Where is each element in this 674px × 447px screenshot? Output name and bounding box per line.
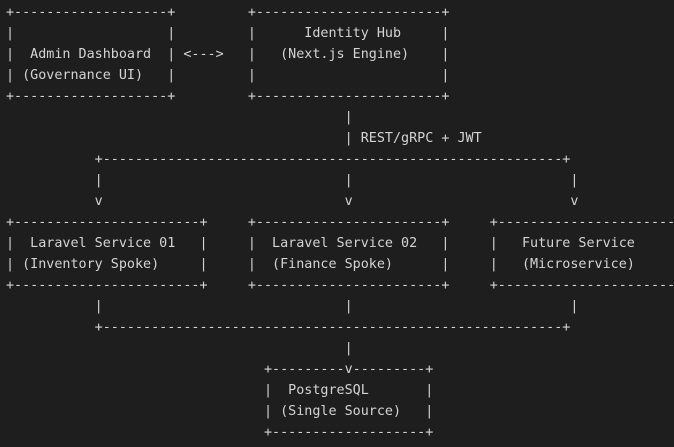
diagram-line-04: | (Governance UI) | | | — [6, 68, 450, 83]
diagram-line-13: | (Inventory Spoke) | | (Finance Spoke) … — [6, 257, 635, 272]
diagram-line-21: +-------------------+ — [6, 425, 434, 440]
diagram-line-18: +---------v---------+ — [6, 362, 434, 377]
diagram-line-11: +-----------------------+ +-------------… — [6, 215, 674, 230]
diagram-line-05: +-------------------+ +-----------------… — [6, 89, 450, 104]
diagram-line-10: v v v — [6, 194, 579, 209]
diagram-line-09: | | | — [6, 173, 579, 188]
diagram-line-03: | Admin Dashboard | <---> | (Next.js Eng… — [6, 47, 450, 62]
diagram-line-06: | — [6, 110, 353, 125]
diagram-line-01: +-------------------+ +-----------------… — [6, 5, 450, 20]
diagram-line-08: +---------------------------------------… — [6, 152, 571, 167]
diagram-line-19: | PostgreSQL | — [6, 383, 434, 398]
diagram-line-02: | | | Identity Hub | — [6, 26, 450, 41]
diagram-line-16: +---------------------------------------… — [6, 320, 571, 335]
diagram-line-07: | REST/gRPC + JWT — [6, 131, 482, 146]
diagram-line-15: | | | — [6, 299, 579, 314]
diagram-line-12: | Laravel Service 01 | | Laravel Service… — [6, 236, 635, 251]
diagram-line-14: +-----------------------+ +-------------… — [6, 278, 674, 293]
diagram-line-20: | (Single Source) | — [6, 404, 434, 419]
diagram-line-17: | — [6, 341, 353, 356]
